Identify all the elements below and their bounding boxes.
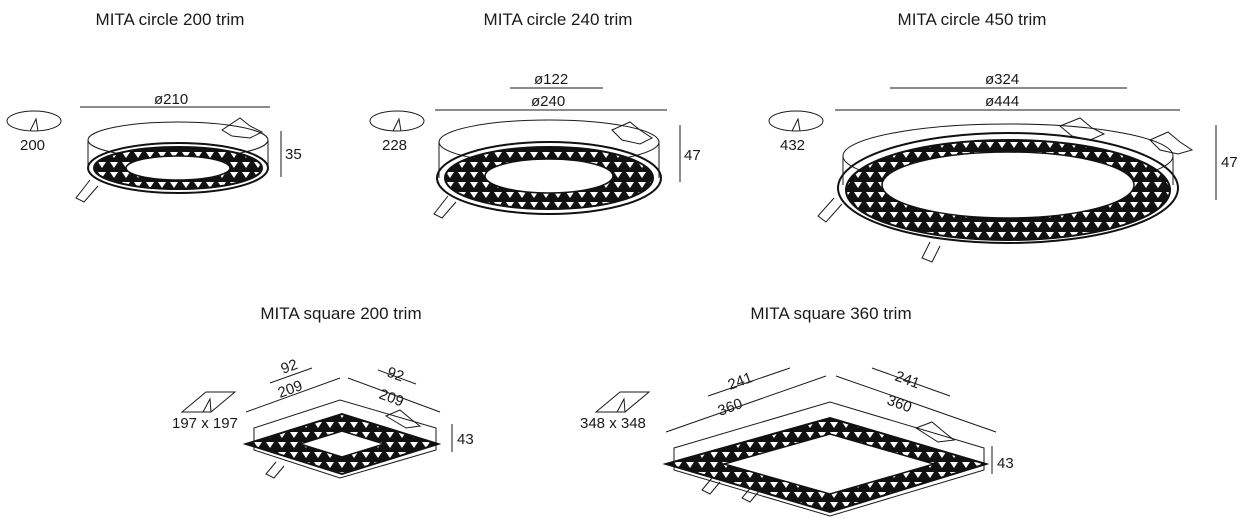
inner-diameter-label: ø122 <box>534 71 568 88</box>
outer-diameter-label: ø210 <box>154 91 188 108</box>
side-inner-label: 92 <box>279 356 300 378</box>
title-circle-240: MITA circle 240 trim <box>483 10 633 29</box>
cutout-icon <box>594 391 651 413</box>
circle-450-drawing: 432 ø324 ø444 47 <box>768 71 1238 263</box>
title-circle-200: MITA circle 200 trim <box>95 10 245 29</box>
side2-inner-label: 92 <box>385 364 406 386</box>
side2-outer-label: 209 <box>377 386 406 411</box>
cutout-label: 228 <box>382 137 407 154</box>
cutout-icon <box>6 110 62 132</box>
cutout-icon <box>180 391 237 413</box>
side2-inner-label: 241 <box>893 368 922 393</box>
title-circle-450: MITA circle 450 trim <box>897 10 1047 29</box>
height-label: 47 <box>1221 154 1238 171</box>
cutout-icon <box>768 110 824 132</box>
side-outer-label: 209 <box>276 377 305 402</box>
square-200-drawing: 197 x 197 92 209 92 209 43 <box>172 356 474 479</box>
circle-240-drawing: 228 ø122 ø240 47 <box>369 71 701 219</box>
outer-diameter-label: ø444 <box>985 93 1019 110</box>
height-label: 47 <box>684 147 701 164</box>
square-360-drawing: 348 x 348 241 360 241 360 43 <box>580 367 1014 517</box>
cutout-label: 432 <box>780 137 805 154</box>
title-square-200: MITA square 200 trim <box>260 304 422 323</box>
height-label: 43 <box>457 431 474 448</box>
cutout-label: 200 <box>20 137 45 154</box>
side-outer-label: 360 <box>716 395 745 420</box>
cutout-icon <box>369 110 425 132</box>
inner-diameter-label: ø324 <box>985 71 1019 88</box>
cutout-label: 348 x 348 <box>580 415 646 432</box>
outer-diameter-label: ø240 <box>531 93 565 110</box>
cutout-label: 197 x 197 <box>172 415 238 432</box>
height-label: 43 <box>997 455 1014 472</box>
side-inner-label: 241 <box>726 369 755 394</box>
side2-outer-label: 360 <box>885 392 914 417</box>
title-square-360: MITA square 360 trim <box>750 304 912 323</box>
circle-200-drawing: 200 ø210 35 <box>6 91 302 203</box>
height-label: 35 <box>285 146 302 163</box>
